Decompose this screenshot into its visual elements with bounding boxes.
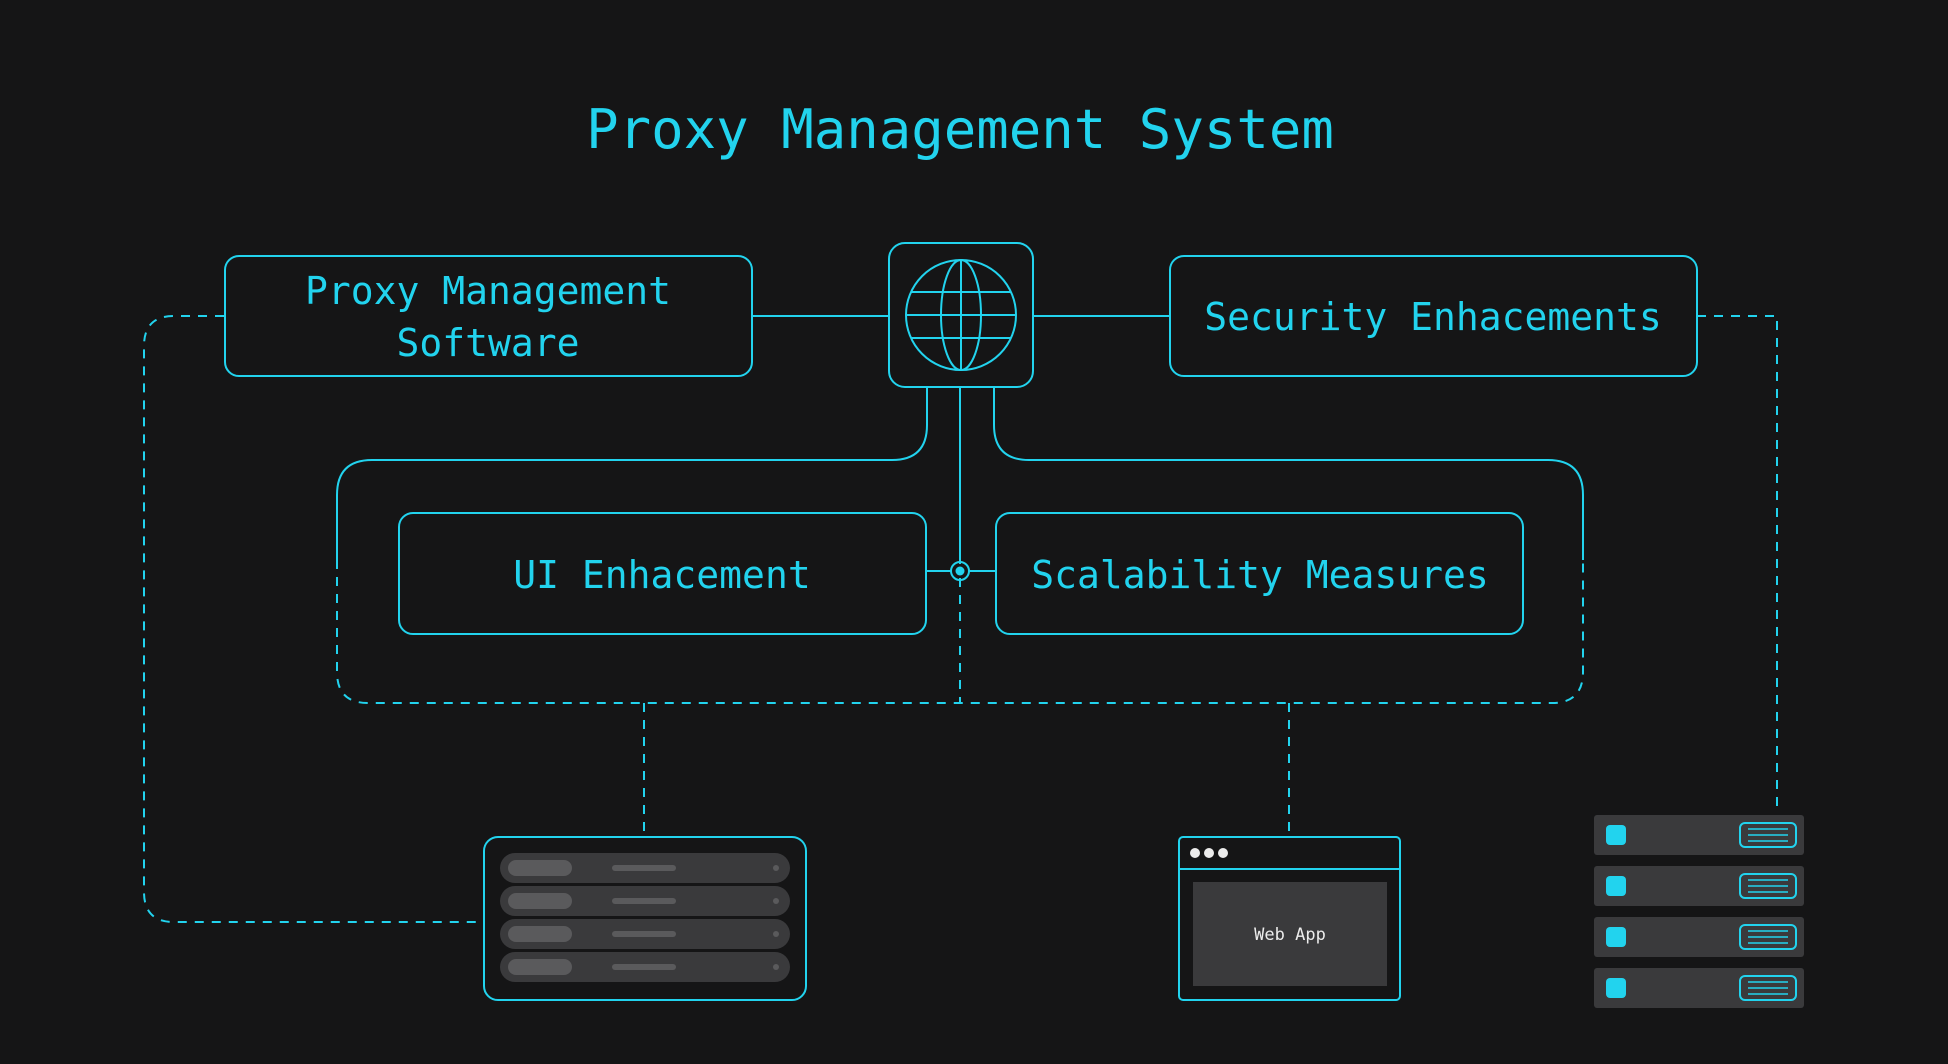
browser-frame	[1178, 836, 1401, 1001]
browser-dot-icon	[1204, 848, 1214, 858]
node-scalability[interactable]: Scalability Measures	[995, 512, 1524, 635]
database-row	[500, 952, 790, 982]
database-table-icon[interactable]	[483, 836, 807, 1001]
database-frame	[483, 836, 807, 1001]
server-rack-icon[interactable]	[1594, 815, 1804, 1008]
browser-window-icon[interactable]: Web App	[1178, 836, 1401, 1001]
server-unit	[1594, 815, 1804, 855]
node-scalability-frame	[995, 512, 1524, 635]
node-proxy-software-line1: Proxy Management	[305, 269, 671, 313]
node-proxy-software-line2: Software	[396, 321, 579, 365]
node-security-label: Security Enhacements	[1204, 295, 1662, 339]
browser-dot-icon	[1218, 848, 1228, 858]
dashed-security-to-servers	[1697, 315, 1778, 810]
connector-globe-left-group	[336, 388, 928, 560]
globe-hub-frame	[888, 242, 1034, 388]
node-proxy-software-frame	[224, 255, 753, 377]
diagram-title: Proxy Management System	[586, 98, 1334, 161]
globe-hub[interactable]	[888, 242, 1034, 388]
browser-dot-icon	[1190, 848, 1200, 858]
server-unit	[1594, 968, 1804, 1008]
server-unit	[1594, 917, 1804, 957]
database-rows	[500, 853, 790, 982]
server-unit	[1594, 866, 1804, 906]
connector-globe-right-group	[993, 388, 1584, 560]
solid-connectors	[336, 315, 1584, 572]
database-row	[500, 886, 790, 916]
dashed-connectors	[143, 315, 1778, 923]
node-scalability-label: Scalability Measures	[1031, 553, 1489, 597]
node-security-frame	[1169, 255, 1698, 377]
junction-node	[950, 561, 970, 581]
database-row	[500, 919, 790, 949]
node-ui-label: UI Enhacement	[513, 553, 810, 597]
dashed-software-to-database	[143, 315, 484, 923]
node-security[interactable]: Security Enhacements	[1169, 255, 1698, 377]
database-row	[500, 853, 790, 883]
node-proxy-software[interactable]: Proxy Management Software	[224, 255, 753, 377]
node-ui-frame	[398, 512, 927, 635]
web-app-label: Web App	[1254, 925, 1326, 945]
globe-icon	[905, 259, 1017, 371]
browser-content	[1193, 882, 1387, 986]
node-ui-enhancement[interactable]: UI Enhacement	[398, 512, 927, 635]
